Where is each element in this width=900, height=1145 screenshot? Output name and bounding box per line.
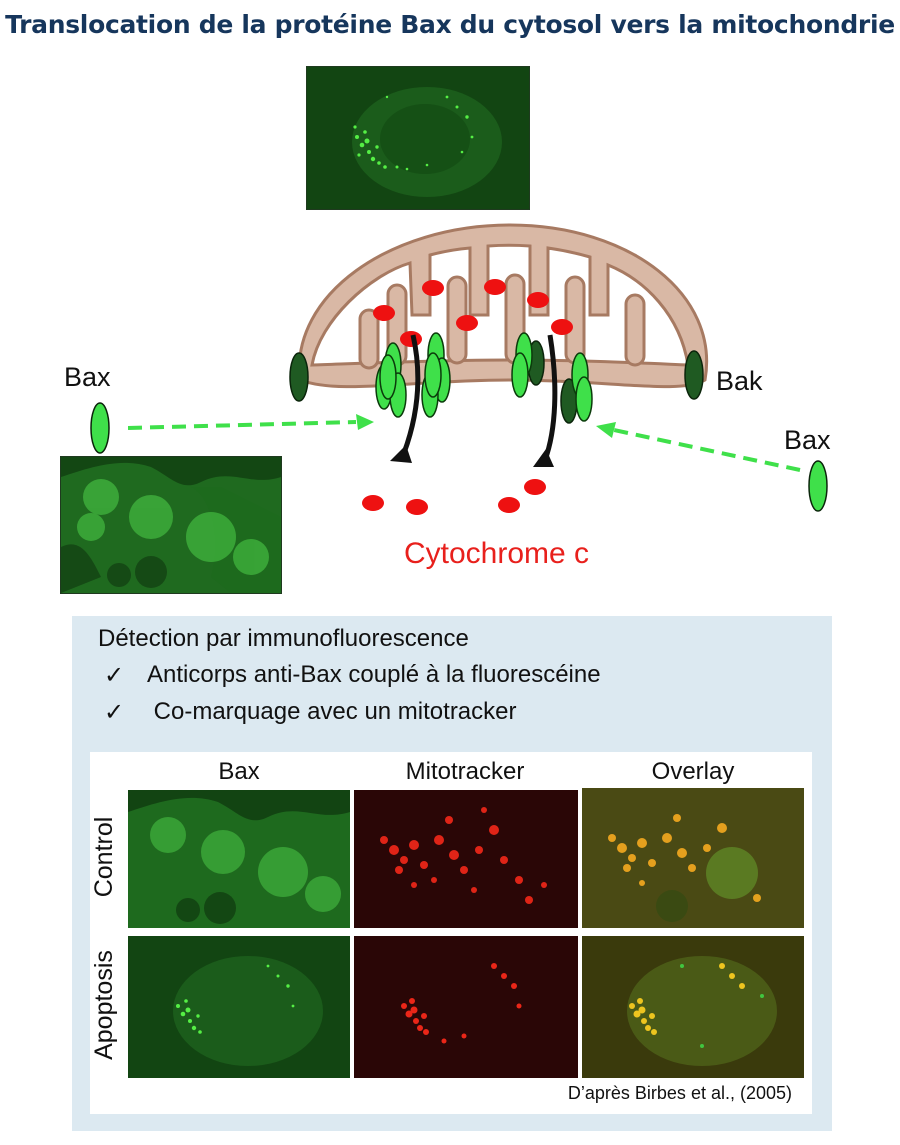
translocation-arrow-left xyxy=(128,414,374,430)
row-header: Apoptosis xyxy=(90,950,118,1060)
cytochrome-dot xyxy=(527,292,549,308)
micrograph-bax-control-left xyxy=(60,456,282,594)
cytochrome-dot xyxy=(456,315,478,331)
bax-protein xyxy=(575,376,593,422)
micrograph-apoptosis-mitotracker xyxy=(354,936,578,1078)
release-arrow xyxy=(401,334,421,454)
detection-item: Co-marquage avec un mitotracker xyxy=(147,698,517,725)
column-header: Bax xyxy=(218,758,260,785)
micrograph-bax-apoptosis-top xyxy=(306,66,530,210)
check-icon: ✓ xyxy=(104,662,125,689)
cytochrome-dot xyxy=(373,305,395,321)
cytochrome-dot xyxy=(551,319,573,335)
micrograph-apoptosis-bax xyxy=(128,936,350,1078)
translocation-arrow-right xyxy=(596,422,801,472)
released-cytochrome-c xyxy=(362,479,546,515)
micrograph-control-overlay xyxy=(582,788,804,928)
detection-item: Anticorps anti-Bax couplé à la fluorescé… xyxy=(147,661,601,688)
micrograph-control-mitotracker xyxy=(354,790,578,928)
detection-heading: Détection par immunofluorescence xyxy=(98,625,469,652)
bax-left-protein xyxy=(90,402,110,454)
bak-protein xyxy=(684,350,704,400)
release-arrow xyxy=(542,334,558,461)
bax-protein xyxy=(379,354,397,400)
cytochrome-dot xyxy=(400,331,422,347)
check-icon: ✓ xyxy=(104,699,125,726)
cytochrome-dot xyxy=(484,279,506,295)
bak-protein xyxy=(289,352,309,402)
bax-right-label: Bax xyxy=(784,425,831,455)
cytochrome-c-label: Cytochrome c xyxy=(404,537,590,570)
bak-label: Bak xyxy=(716,366,763,396)
micrograph-apoptosis-overlay xyxy=(582,936,804,1078)
source-credit: D’après Birbes et al., (2005) xyxy=(567,1083,792,1103)
bax-left-label: Bax xyxy=(64,362,111,392)
page-title: Translocation de la protéine Bax du cyto… xyxy=(5,10,895,39)
column-header: Overlay xyxy=(651,758,735,785)
mitochondria-diagram xyxy=(289,223,709,467)
bax-right-protein xyxy=(808,460,828,512)
row-header: Control xyxy=(90,816,118,898)
column-header: Mitotracker xyxy=(405,758,525,785)
cytochrome-dot xyxy=(422,280,444,296)
bax-protein xyxy=(424,352,442,398)
bax-protein xyxy=(511,352,529,398)
micrograph-control-bax xyxy=(128,790,350,928)
